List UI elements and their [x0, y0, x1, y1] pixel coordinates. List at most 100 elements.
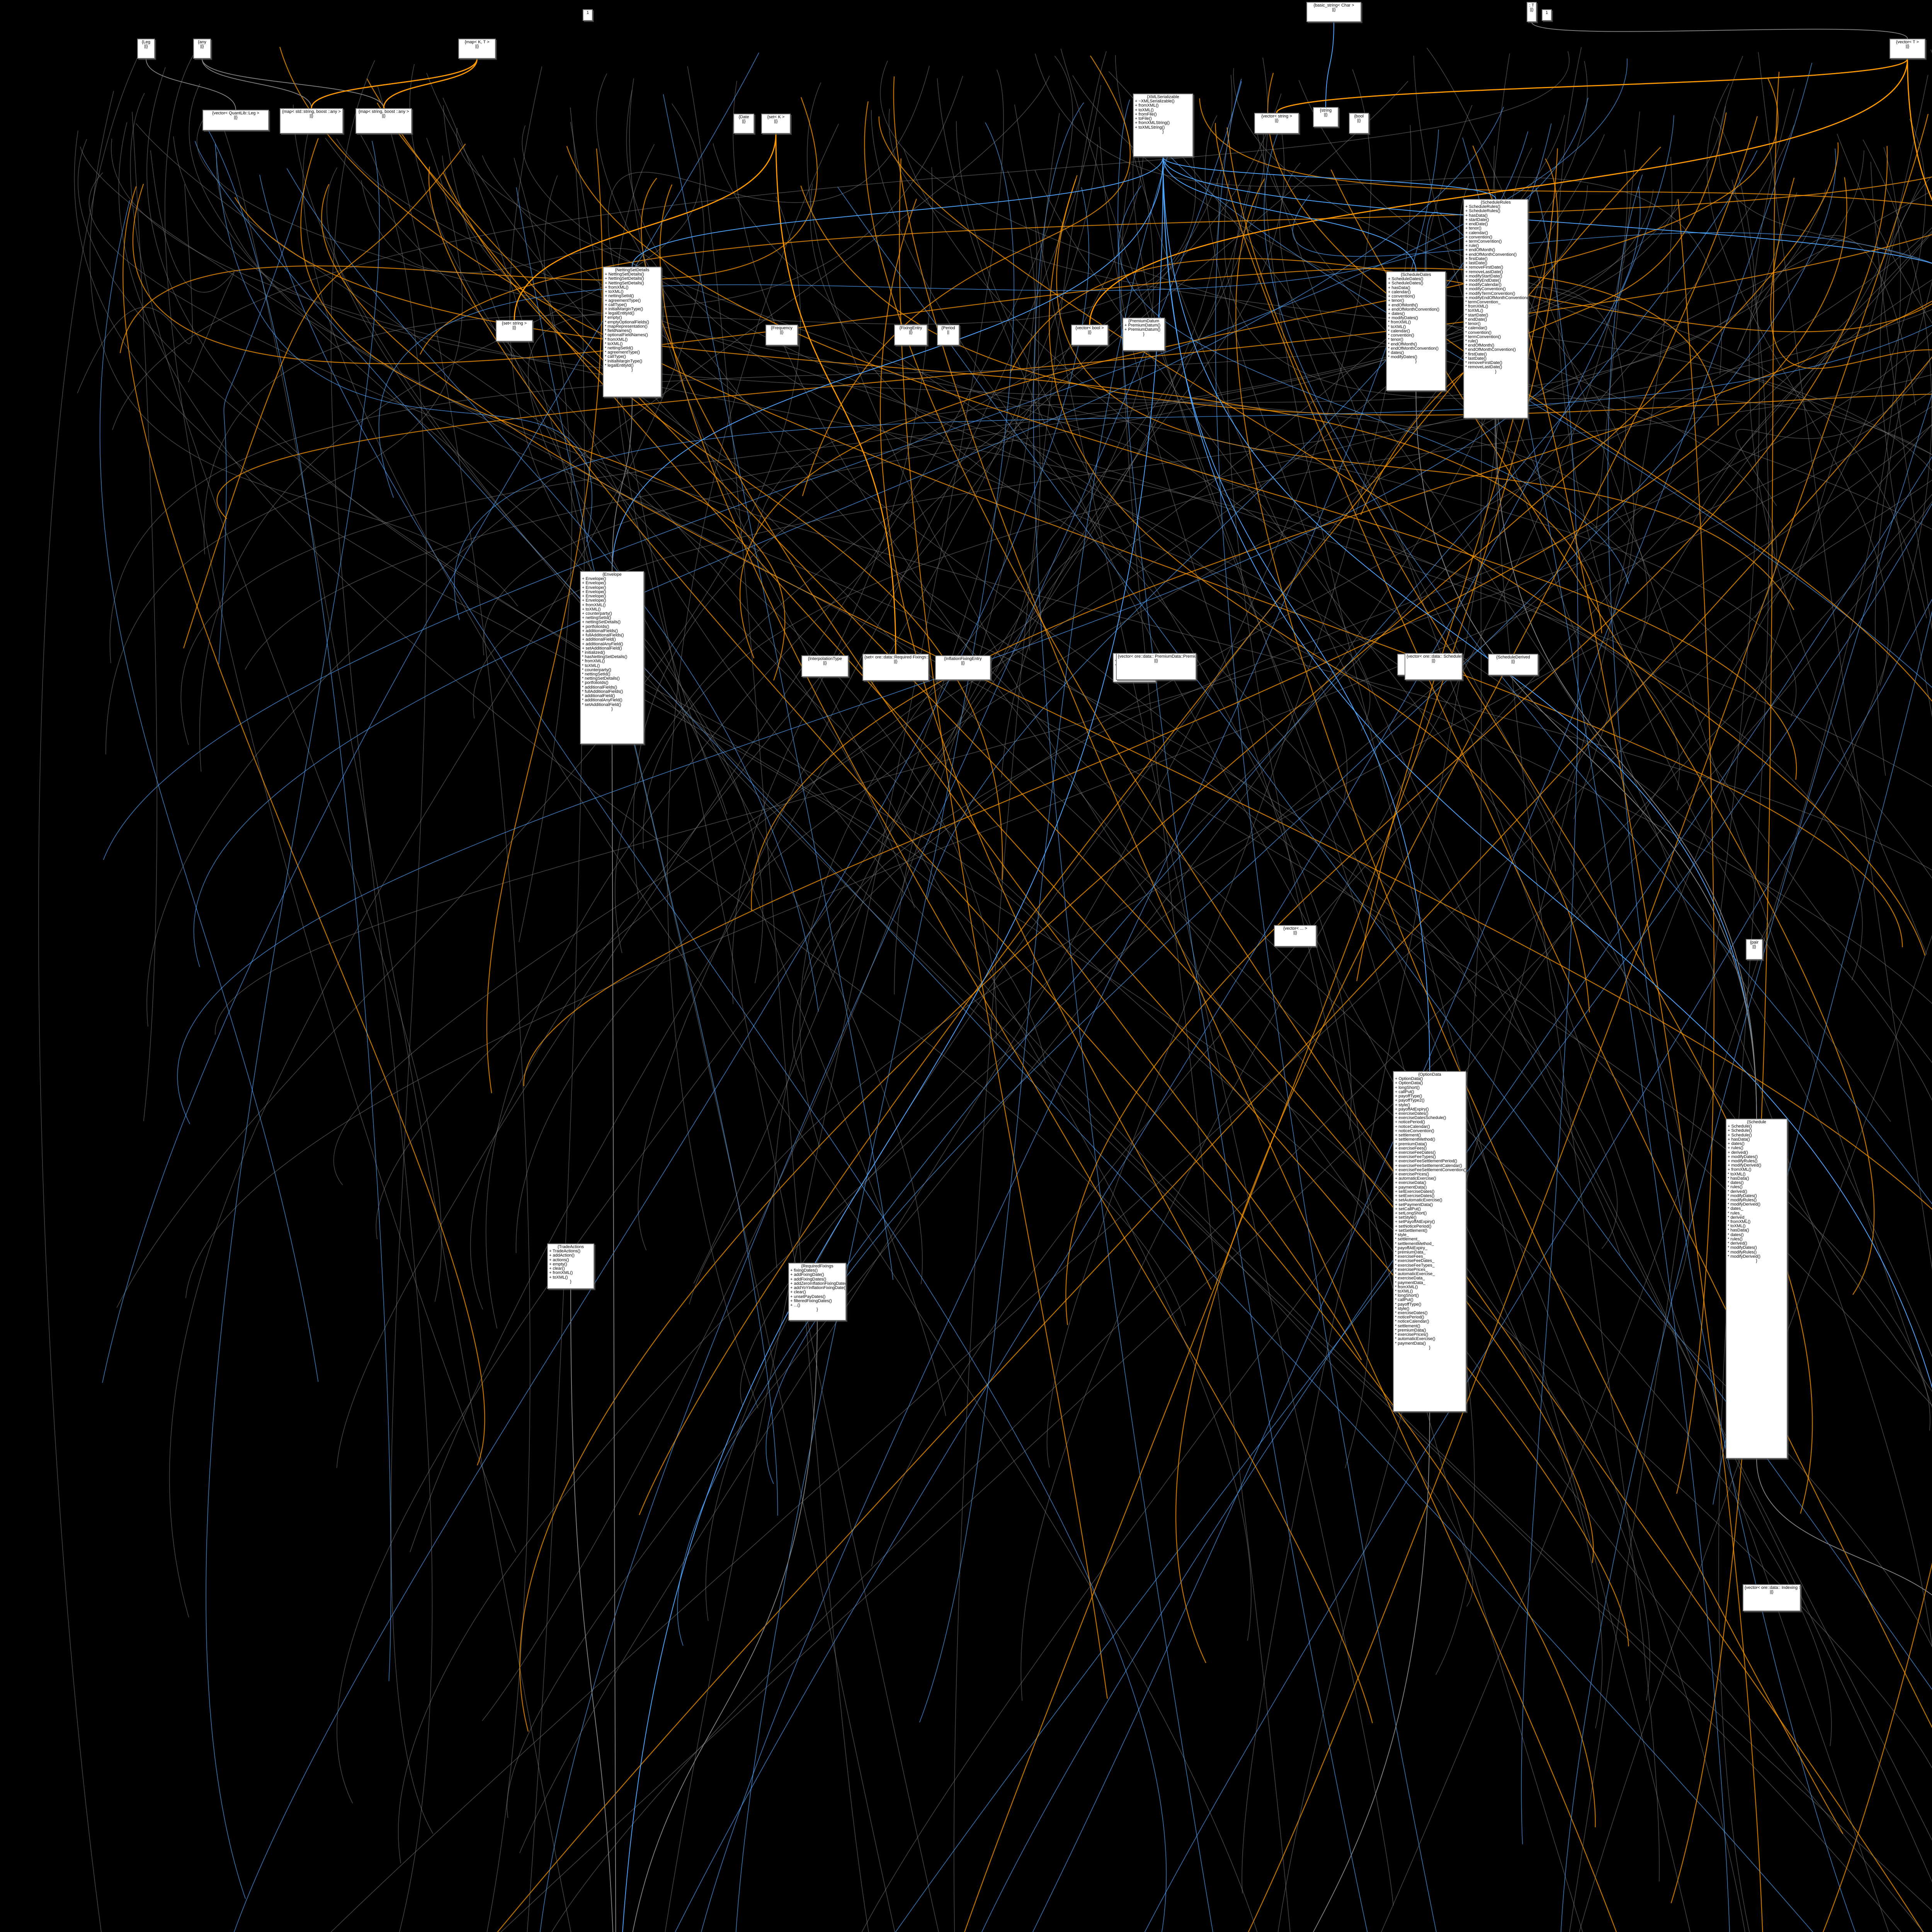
diagram-edge [1035, 53, 1722, 375]
class-node[interactable]: {OptionData+ OptionData()+ OptionData()+… [1393, 1071, 1466, 1412]
class-member: + ~XMLSerializable() [1135, 99, 1175, 104]
class-node[interactable]: {PremiumDatum+ PremiumDatum()+ PremiumDa… [1122, 318, 1165, 351]
class-node[interactable]: {set< string >||} [496, 320, 533, 342]
class-member: * additionalFields() [582, 685, 617, 690]
class-node[interactable]: {XMLSerializable+ ~XMLSerializable()+ fr… [1133, 94, 1193, 157]
class-node[interactable]: {vector< QuantLib::Leg >||} [202, 110, 269, 131]
diagram-edge [443, 173, 1003, 880]
class-node[interactable]: {ScheduleRules+ ScheduleRules()+ Schedul… [1463, 199, 1528, 418]
class-member: * rules_ [1728, 1211, 1742, 1216]
diagram-edge [1748, 88, 1927, 955]
class-node[interactable]: {map< K, T >||} [458, 39, 496, 59]
diagram-edge [119, 97, 818, 354]
class-member: * emptyOptionalFields() [605, 320, 649, 325]
class-member: * settlement() [1395, 1323, 1420, 1328]
class-node[interactable]: {vector< ... >||} [1274, 925, 1316, 947]
diagram-edge [1770, 177, 1932, 369]
diagram-edge [739, 78, 1779, 658]
class-member: * paymentData_ [1395, 1280, 1425, 1285]
class-node[interactable]: {InflationFixingEntry||} [935, 655, 991, 680]
class-node[interactable]: {ScheduleDates+ ScheduleDates()+ Schedul… [1386, 271, 1446, 391]
diagram-edge [165, 47, 516, 1553]
diagram-edge [570, 1289, 614, 1932]
class-member: * settlementMethod_ [1395, 1241, 1434, 1246]
class-node[interactable]: {basic_string< Char >||} [1306, 2, 1361, 22]
class-member: * fromXML() [1728, 1219, 1751, 1225]
class-member: * exerciseFeeTypes_ [1395, 1263, 1435, 1268]
class-node[interactable]: {set< ore::data::Required Fixings::Fixin… [862, 654, 929, 681]
diagram-edge [74, 130, 1046, 1063]
diagram-edge [361, 135, 434, 1834]
class-node[interactable]: {Envelope+ Envelope()+ Envelope()+ Envel… [580, 571, 644, 744]
class-node[interactable]: {map< std::string, boost ::any >||} [280, 108, 343, 134]
class-member: + empty() [549, 1262, 567, 1267]
diagram-edge [215, 143, 592, 542]
class-node[interactable]: {RequiredFixings+ fixingDates()+ addFixi… [788, 1263, 846, 1321]
class-node[interactable]: {Frequency||} [765, 325, 798, 345]
class-node[interactable]: {Leg||} [137, 39, 155, 59]
class-node[interactable]: {FixingEntry||} [894, 325, 927, 345]
class-node-brace: ||} [1154, 658, 1158, 663]
class-node[interactable]: {NettingSetDetails+ NettingSetDetails()+… [603, 267, 662, 397]
class-node[interactable]: {any||} [193, 39, 211, 59]
diagram-edge [223, 128, 571, 1932]
diagram-edge [878, 116, 1925, 956]
class-member: + tenor() [1388, 298, 1404, 303]
class-member: * fromXML() [1465, 304, 1488, 309]
class-node[interactable]: {Period|| [937, 325, 959, 345]
class-member: * endOfMonthConvention() [1388, 346, 1439, 351]
class-member: + fromXMLString() [1135, 121, 1170, 126]
diagram-edge [1676, 199, 1715, 1494]
class-member: + callType() [605, 302, 627, 307]
class-node[interactable]: {vector< ore::data:: ScheduleDates >||} [1405, 653, 1463, 680]
class-node[interactable]: {vector< ore::data:: PremiumData::Premiu… [1116, 653, 1196, 680]
diagram-edge [202, 58, 384, 109]
class-member: * dates() [1728, 1180, 1744, 1185]
class-member: + setAutomaticExercise() [1395, 1198, 1442, 1203]
class-node[interactable]: {TradeActions+ TradeActions()+ addAction… [547, 1243, 594, 1289]
class-member: * convention() [1388, 333, 1414, 338]
class-node[interactable]: {map< string, boost ::any >||} [355, 108, 412, 134]
diagram-edge [1163, 156, 1417, 272]
class-node[interactable]: {pair||} [1746, 939, 1763, 960]
class-member: + payoffType() [1395, 1094, 1422, 1099]
class-node[interactable]: {vector< string >||} [1254, 113, 1299, 134]
class-member: + setPaymentData() [1395, 1202, 1433, 1207]
class-node[interactable]: {bool||} [1349, 113, 1369, 134]
class-member: + exerciseFeeTypes() [1395, 1155, 1436, 1160]
diagram-edge [293, 104, 1901, 1932]
class-node[interactable]: : T||} [1527, 2, 1537, 22]
class-node[interactable]: {InterpolationType||} [801, 655, 849, 677]
class-member: * fromXML() [1395, 1284, 1418, 1289]
class-member: + Envelope() [582, 581, 606, 586]
class-node[interactable]: {vector< T >||} [1889, 39, 1925, 59]
class-node[interactable]: {vector< bool >||} [1071, 325, 1108, 345]
class-node[interactable]: {ScheduleDerived||} [1488, 654, 1538, 675]
class-member: + exerciseFeeSettlementPeriod() [1395, 1159, 1458, 1164]
class-node[interactable]: 1 [1542, 9, 1552, 21]
class-node[interactable]: {vector< ore::data:: Indexing >||} [1743, 1584, 1801, 1611]
class-node[interactable]: 1 [583, 9, 593, 21]
class-node[interactable]: {string||} [1313, 107, 1338, 127]
diagram-edge [122, 186, 485, 1466]
class-node[interactable]: {Date||} [733, 114, 754, 134]
diagram-edge [612, 744, 617, 1932]
diagram-edge [1248, 114, 1929, 1932]
class-node[interactable]: {set< K >||} [761, 114, 791, 134]
class-member: * agreementType() [605, 350, 640, 355]
diagram-edge [596, 73, 1932, 1648]
diagram-edge [954, 51, 1107, 1932]
class-member: * style_ [1395, 1233, 1409, 1238]
class-node-brace: } [570, 1279, 571, 1284]
diagram-edge [701, 129, 1439, 1932]
diagram-edge [1756, 1458, 1932, 1595]
class-member: * nettingSetDetails() [582, 676, 620, 681]
class-member: * initialized() [582, 650, 605, 655]
diagram-edge [195, 141, 1813, 1932]
diagram-edge [311, 58, 478, 109]
diagram-edge [1595, 111, 1640, 534]
diagram-edge [919, 105, 1185, 1723]
diagram-edge [894, 138, 1154, 995]
class-member: + removeLastDate() [1465, 269, 1503, 274]
class-node[interactable]: {Schedule+ Schedule()+ Schedule()+ Sched… [1726, 1119, 1787, 1459]
